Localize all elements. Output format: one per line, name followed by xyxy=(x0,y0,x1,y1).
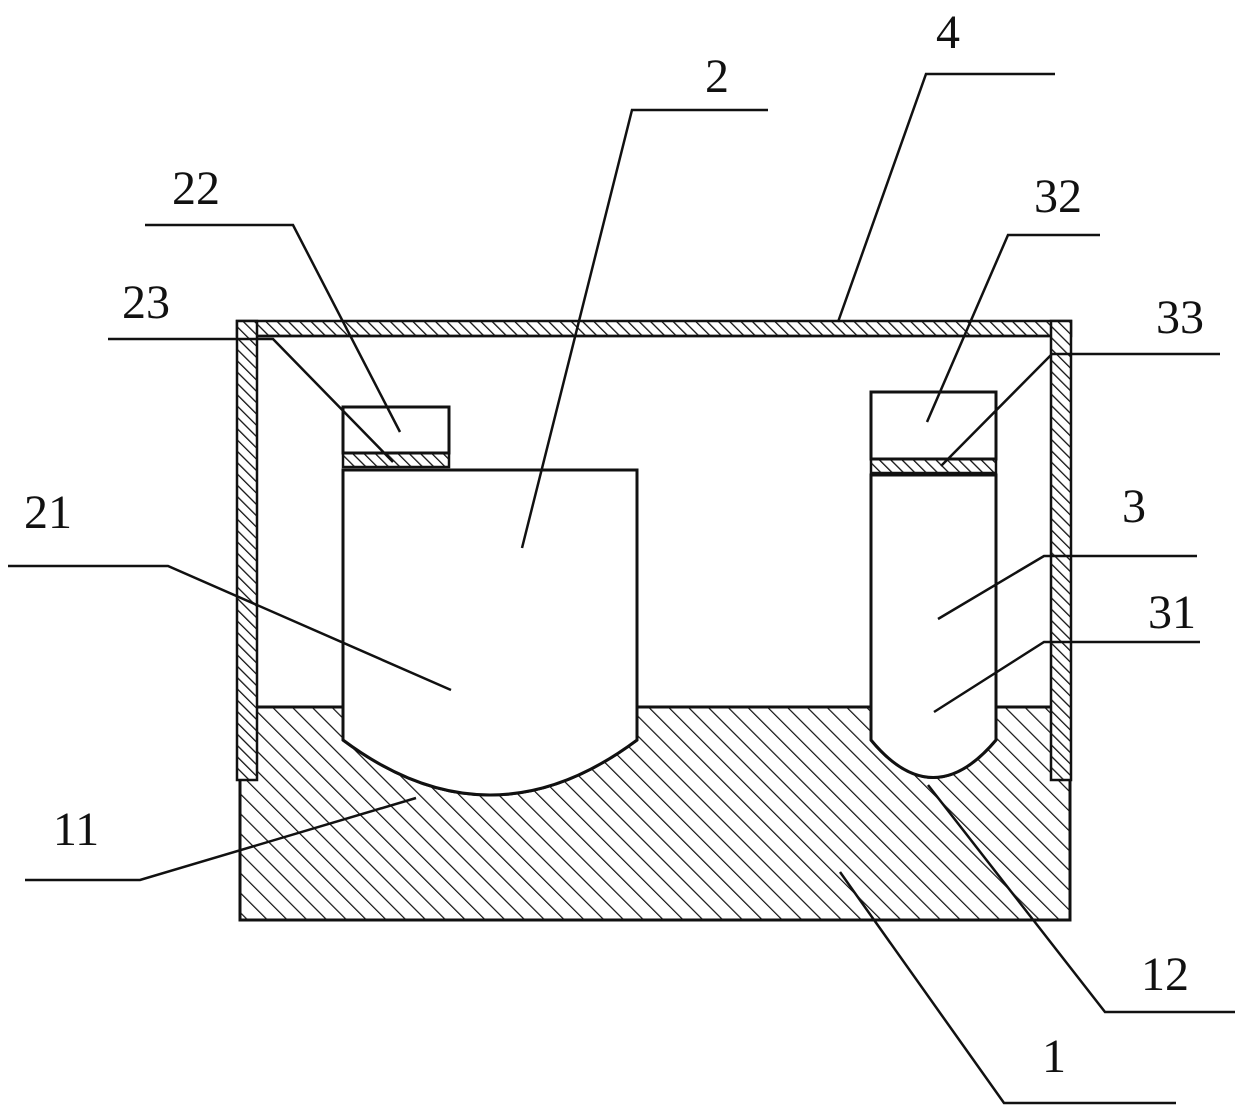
label-left-recess: 11 xyxy=(53,803,99,856)
label-right-cap: 32 xyxy=(1034,170,1082,223)
right-component-layer xyxy=(871,459,996,473)
label-left-component: 2 xyxy=(705,50,729,103)
label-right-body: 31 xyxy=(1148,586,1196,639)
left-component-body xyxy=(343,470,637,795)
label-right-recess: 12 xyxy=(1141,948,1189,1001)
label-cover: 4 xyxy=(936,6,960,59)
label-right-component: 3 xyxy=(1122,480,1146,533)
left-component-layer xyxy=(343,453,449,467)
label-right-layer: 33 xyxy=(1156,291,1204,344)
label-left-layer: 23 xyxy=(122,276,170,329)
label-base: 1 xyxy=(1042,1030,1066,1083)
leader-cover xyxy=(838,74,1055,322)
cover-right-wall xyxy=(1051,321,1071,780)
cover-left-wall xyxy=(237,321,257,780)
left-component-cap xyxy=(343,407,449,453)
right-component-cap xyxy=(871,392,996,459)
right-component-body xyxy=(871,475,996,778)
label-left-body: 21 xyxy=(24,486,72,539)
label-left-cap: 22 xyxy=(172,162,220,215)
cover-top xyxy=(237,321,1071,336)
